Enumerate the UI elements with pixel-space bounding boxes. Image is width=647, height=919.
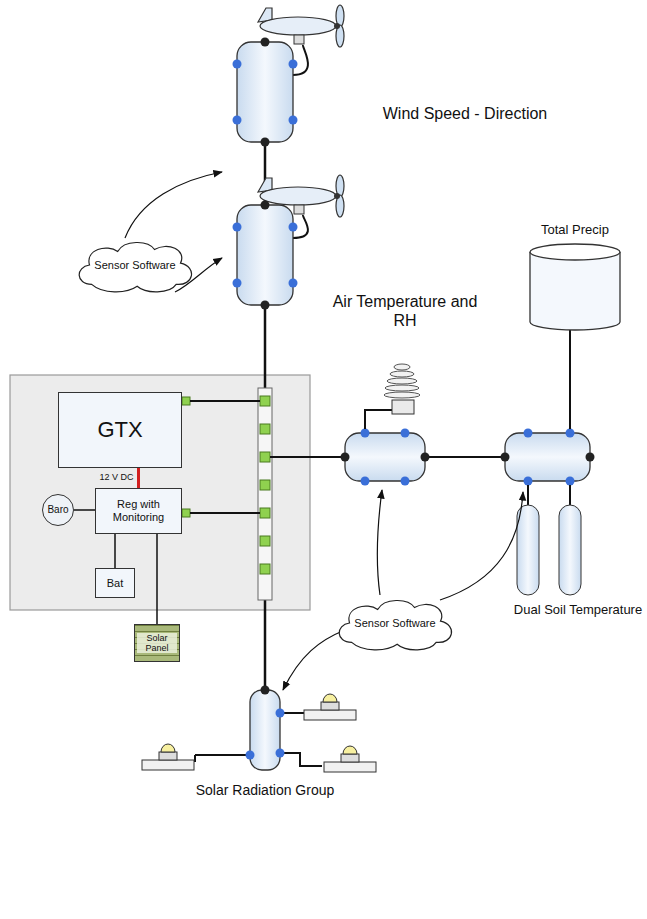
- sensor-label: Solar Radiation Group: [195, 782, 335, 799]
- wire-connector: [74, 510, 95, 511]
- wire-connector: [157, 534, 158, 624]
- software-cloud: Sensor Software: [70, 236, 200, 294]
- sensor-label: Wind Speed - Direction: [370, 104, 560, 123]
- wire-connector: [115, 534, 116, 568]
- node-label: GTX: [97, 417, 142, 442]
- software-cloud: Sensor Software: [330, 594, 460, 652]
- voltage-label: 12 V DC: [98, 473, 134, 483]
- node-label: Sensor Software: [94, 259, 175, 272]
- node-label: Baro: [47, 504, 68, 516]
- node-label: Reg with Monitoring: [100, 498, 177, 523]
- regulator-box: Reg with Monitoring: [95, 488, 182, 534]
- controller-box: GTX: [58, 392, 182, 468]
- barometer-circle: Baro: [42, 494, 74, 526]
- sensor-label: Total Precip: [520, 222, 630, 238]
- node-label: Solar Panel: [137, 633, 177, 654]
- sensor-label: Air Temperature and RH: [325, 292, 485, 330]
- node-label: Sensor Software: [354, 617, 435, 630]
- node-label: Bat: [107, 577, 124, 590]
- battery-box: Bat: [95, 568, 135, 598]
- solar-panel: Solar Panel: [134, 624, 180, 662]
- wire-connector: [138, 468, 139, 488]
- sensor-label: Dual Soil Temperature: [512, 602, 644, 618]
